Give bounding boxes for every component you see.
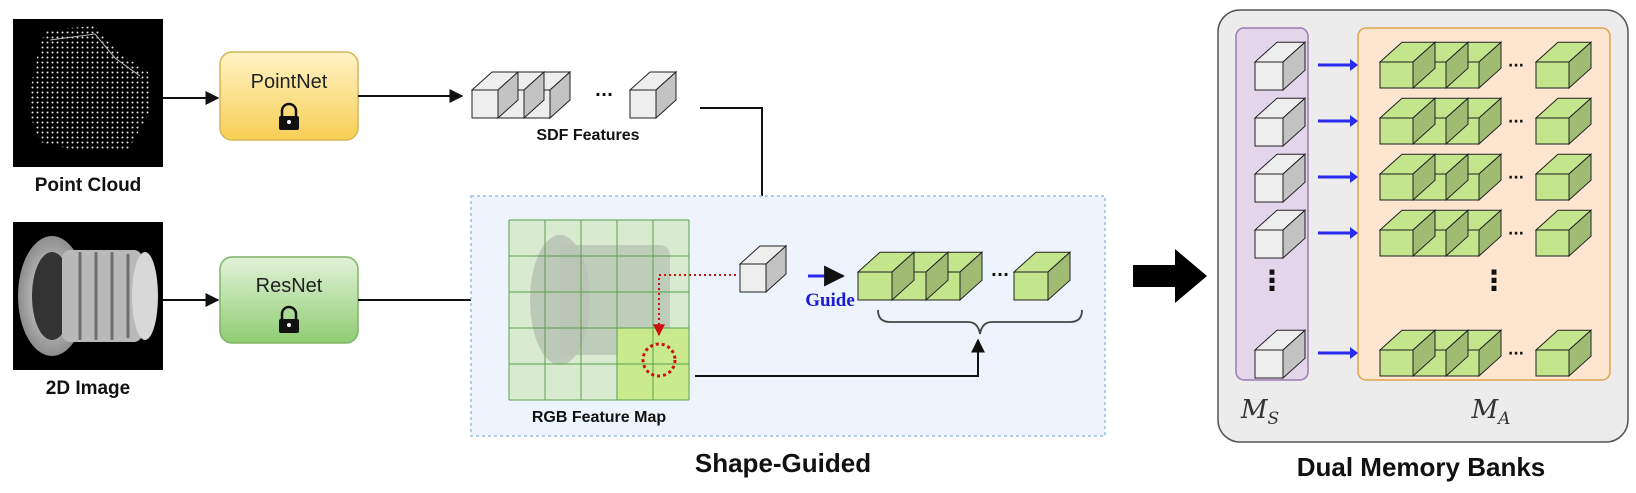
resnet-label: ResNet bbox=[256, 275, 323, 297]
ma-cube-2-0 bbox=[1378, 153, 1437, 202]
guide-arrowhead-row-4 bbox=[1350, 347, 1358, 359]
ma-cube-last-4 bbox=[1534, 329, 1593, 378]
ma-label-main: M bbox=[1471, 395, 1500, 425]
ma-label-sub: A bbox=[1496, 409, 1510, 429]
resnet-box: ResNet bbox=[219, 256, 359, 344]
ma-ellipsis-2: ··· bbox=[1508, 170, 1524, 186]
guide-arrowhead-row-1 bbox=[1350, 115, 1358, 127]
arrow-sdf-to-query bbox=[700, 107, 769, 240]
sdf-feature-cubes bbox=[470, 70, 678, 120]
memory-rows: ··· ··· ··· ··· ··· bbox=[1253, 41, 1593, 380]
ma-ellipsis-4: ··· bbox=[1508, 346, 1524, 362]
ma-label: MA bbox=[1471, 395, 1511, 429]
guide-arrowhead-row-2 bbox=[1350, 171, 1358, 183]
ms-cube-3 bbox=[1253, 209, 1307, 260]
ms-label-sub: S bbox=[1267, 409, 1279, 429]
lock-icon bbox=[279, 305, 299, 333]
pointnet-label: PointNet bbox=[251, 71, 328, 93]
curly-brace bbox=[877, 309, 1083, 335]
guide-arrowhead-row-0 bbox=[1350, 59, 1358, 71]
guided-ellipsis: ··· bbox=[991, 265, 1009, 284]
big-right-arrow bbox=[1133, 249, 1207, 303]
pointnet-box: PointNet bbox=[219, 51, 359, 141]
ma-cube-0-0 bbox=[1378, 41, 1437, 90]
ms-cube-0 bbox=[1253, 41, 1307, 92]
ms-cube-1 bbox=[1253, 97, 1307, 148]
ma-vertical-dots: ⋮ bbox=[1480, 264, 1508, 297]
query-sdf-cube bbox=[738, 244, 788, 294]
ma-ellipsis-3: ··· bbox=[1508, 226, 1524, 242]
ma-cube-last-3 bbox=[1534, 209, 1593, 258]
rgb-feature-map-label: RGB Feature Map bbox=[532, 409, 666, 426]
sdf-cube-last bbox=[628, 70, 678, 120]
rgb-feature-map bbox=[508, 219, 690, 401]
point-cloud-label: Point Cloud bbox=[35, 175, 142, 196]
image-label: 2D Image bbox=[46, 378, 130, 399]
guide-arrowhead-row-3 bbox=[1350, 227, 1358, 239]
sdf-features-label: SDF Features bbox=[536, 127, 639, 144]
shape-guided-title: Shape-Guided bbox=[695, 448, 871, 478]
ma-cube-4-0 bbox=[1378, 329, 1437, 378]
sdf-ellipsis: ··· bbox=[595, 85, 613, 104]
ma-cube-last-0 bbox=[1534, 41, 1593, 90]
query-cube-box bbox=[738, 244, 788, 294]
ms-label: MS bbox=[1240, 395, 1279, 429]
arrow-map-to-brace bbox=[695, 338, 985, 377]
ms-cube-4 bbox=[1253, 329, 1307, 380]
ma-cube-3-0 bbox=[1378, 209, 1437, 258]
point-cloud-image bbox=[13, 19, 163, 167]
ma-cube-last-1 bbox=[1534, 97, 1593, 146]
ms-vertical-dots: ⋮ bbox=[1258, 264, 1286, 297]
guided-cube-0 bbox=[856, 251, 916, 302]
ma-ellipsis-1: ··· bbox=[1508, 114, 1524, 130]
ma-ellipsis-0: ··· bbox=[1508, 58, 1524, 74]
lock-icon bbox=[279, 102, 299, 130]
guide-label: Guide bbox=[805, 290, 855, 311]
ms-label-main: M bbox=[1240, 395, 1269, 425]
ma-cube-last-2 bbox=[1534, 153, 1593, 202]
red-dotted-connector bbox=[653, 274, 736, 337]
guided-rgb-cubes bbox=[856, 251, 1072, 302]
sdf-cube-0 bbox=[470, 70, 520, 120]
query-location-marker bbox=[641, 342, 677, 378]
ms-cube-2 bbox=[1253, 153, 1307, 204]
dual-memory-title: Dual Memory Banks bbox=[1297, 452, 1546, 482]
guided-cube-last bbox=[1012, 251, 1072, 302]
ma-cube-1-0 bbox=[1378, 97, 1437, 146]
input-2d-image bbox=[13, 222, 163, 370]
